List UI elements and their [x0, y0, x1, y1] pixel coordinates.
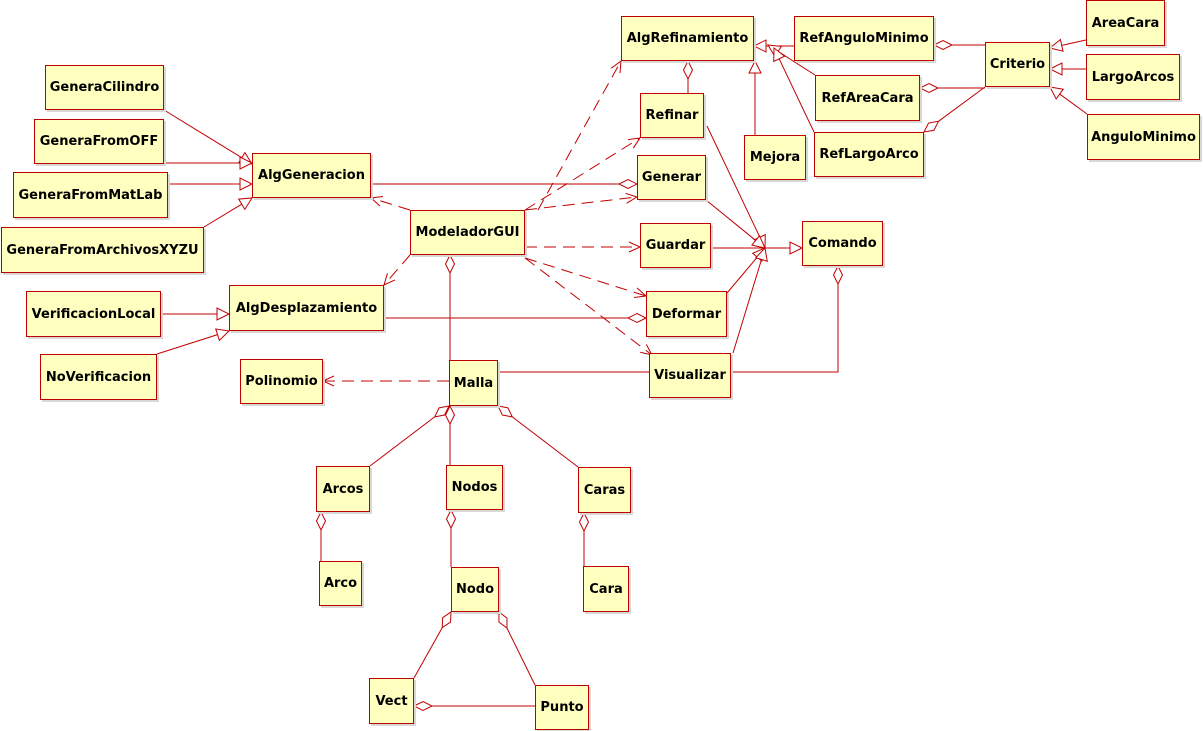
class-generafromarchivosxyzu[interactable]: GeneraFromArchivosXYZU	[1, 227, 204, 273]
inheritance-arrowhead	[215, 328, 231, 342]
class-algrefinamiento[interactable]: AlgRefinamiento	[621, 16, 754, 61]
aggregation-diamond	[617, 178, 639, 190]
class-polinomio[interactable]: Polinomio	[240, 359, 323, 404]
class-reflargoarco[interactable]: RefLargoArco	[814, 132, 924, 177]
aggregation-diamond	[433, 405, 450, 418]
relation-inheritance-angulominimo-to-criterio	[1059, 93, 1088, 115]
relation-inheritance-reflargoarco-to-algrefinamiento	[778, 58, 815, 133]
relation-aggregation-punto-to-nodo	[506, 627, 536, 686]
class-nodo[interactable]: Nodo	[451, 567, 499, 612]
class-comando[interactable]: Comando	[802, 221, 883, 266]
inheritance-arrowhead	[1049, 86, 1065, 100]
relation-dependency-modeladorgui-to-algeneracion	[370, 197, 411, 211]
class-nodos[interactable]: Nodos	[446, 465, 503, 510]
aggregation-diamond	[578, 511, 590, 533]
class-generafrommatlab[interactable]: GeneraFromMatLab	[13, 172, 168, 218]
class-guardar[interactable]: Guardar	[640, 223, 711, 268]
inheritance-arrowhead	[773, 46, 786, 63]
inheritance-arrowhead	[789, 241, 804, 255]
aggregation-diamond	[444, 253, 456, 275]
aggregation-diamond	[832, 264, 844, 286]
dependency-arrowhead	[627, 137, 642, 149]
dependency-arrowhead	[369, 195, 384, 207]
aggregation-diamond	[932, 39, 954, 51]
class-cara[interactable]: Cara	[583, 566, 629, 612]
relation-inheritance-refinar-to-comando	[706, 125, 761, 238]
relation-inheritance-generafromarchivosxyzu-to-algeneracion	[203, 203, 242, 228]
relation-inheritance-deformar-to-comando	[726, 256, 758, 294]
relation-dependency-modeladorgui-to-visualizar	[524, 257, 653, 356]
dependency-arrowhead	[321, 375, 335, 387]
inheritance-arrowhead	[239, 177, 254, 191]
class-arcos[interactable]: Arcos	[316, 466, 370, 512]
aggregation-diamond	[441, 611, 452, 629]
relation-inheritance-generar-to-comando	[705, 199, 757, 241]
class-refinar[interactable]: Refinar	[640, 93, 704, 138]
class-punto[interactable]: Punto	[535, 685, 589, 730]
aggregation-diamond	[444, 404, 456, 426]
relation-aggregation-vect-to-nodo	[413, 627, 443, 679]
relation-dependency-modeladorgui-to-algdesplazamiento	[383, 254, 411, 286]
inheritance-arrowhead	[754, 246, 768, 262]
inheritance-arrowhead	[748, 59, 762, 74]
aggregation-diamond	[918, 82, 940, 94]
class-largoarcos[interactable]: LargoArcos	[1086, 54, 1180, 100]
class-visualizar[interactable]: Visualizar	[649, 353, 731, 398]
relation-dependency-modeladorgui-to-refinar	[524, 137, 641, 211]
inheritance-arrowhead	[216, 307, 231, 321]
dependency-arrowhead	[610, 59, 622, 74]
relation-aggregation-visualizar-to-comando	[731, 284, 839, 373]
class-noverificacion[interactable]: NoVerificacion	[40, 354, 157, 400]
inheritance-arrowhead	[752, 39, 767, 53]
class-areacara[interactable]: AreaCara	[1086, 0, 1165, 46]
class-angulominimo[interactable]: AnguloMinimo	[1087, 114, 1200, 160]
aggregation-diamond	[626, 312, 648, 324]
aggregation-diamond	[445, 508, 457, 530]
class-verificacionlocal[interactable]: VerificacionLocal	[26, 291, 161, 337]
inheritance-arrowhead	[1048, 38, 1064, 52]
class-arco[interactable]: Arco	[319, 561, 362, 606]
dependency-arrowhead	[383, 273, 396, 286]
inheritance-arrowhead	[237, 197, 253, 211]
relation-inheritance-noverificacion-to-algdesplazamiento	[156, 334, 218, 355]
class-refareacara[interactable]: RefAreaCara	[815, 75, 920, 121]
relation-dependency-modeladorgui-to-algrefinamiento	[537, 60, 622, 211]
class-refangulominimo[interactable]: RefAnguloMinimo	[794, 16, 934, 61]
class-criterio[interactable]: Criterio	[985, 42, 1050, 87]
class-malla[interactable]: Malla	[449, 360, 498, 406]
class-mejora[interactable]: Mejora	[744, 135, 806, 180]
class-generacilindro[interactable]: GeneraCilindro	[45, 65, 164, 110]
aggregation-diamond	[497, 405, 514, 418]
class-generar[interactable]: Generar	[637, 155, 706, 200]
class-algeneracion[interactable]: AlgGeneracion	[252, 153, 371, 198]
aggregation-diamond	[498, 610, 508, 630]
relation-inheritance-areacara-to-criterio	[1061, 39, 1087, 46]
class-vect[interactable]: Vect	[369, 678, 414, 724]
aggregation-diamond	[682, 59, 694, 81]
inheritance-arrowhead	[239, 156, 254, 170]
class-generafromoff[interactable]: GeneraFromOFF	[34, 119, 164, 164]
class-deformar[interactable]: Deformar	[646, 291, 727, 337]
relation-aggregation-criterio-to-reflargoarco	[938, 86, 986, 122]
class-modeladorgui[interactable]: ModeladorGUI	[410, 210, 525, 255]
aggregation-diamond	[412, 700, 434, 712]
aggregation-diamond	[315, 510, 327, 532]
relation-inheritance-generacilindro-to-algeneracion	[163, 109, 243, 159]
inheritance-arrowhead	[751, 234, 766, 249]
aggregation-diamond	[923, 120, 940, 133]
relation-aggregation-arcos-to-malla	[369, 416, 435, 467]
inheritance-arrowhead	[1048, 62, 1063, 76]
relation-inheritance-visualizar-to-comando	[732, 259, 762, 354]
class-caras[interactable]: Caras	[578, 467, 631, 513]
class-algdesplazamiento[interactable]: AlgDesplazamiento	[229, 285, 384, 331]
relation-dependency-modeladorgui-to-deformar	[524, 257, 647, 297]
relation-aggregation-caras-to-malla	[512, 416, 579, 468]
